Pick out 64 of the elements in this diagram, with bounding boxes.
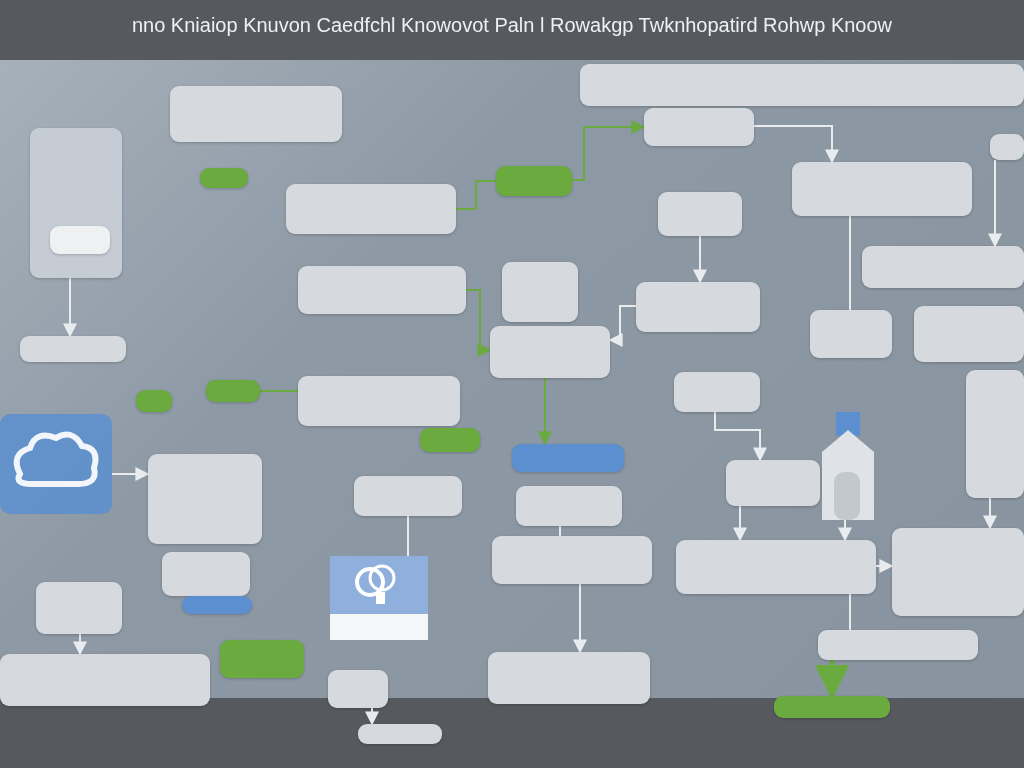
arrow [838,519,852,542]
process-box [36,582,122,634]
process-box [170,86,342,142]
arrow [988,159,1002,248]
arrow [875,559,894,573]
process-box [502,262,578,322]
process-box [136,390,172,412]
arrow [63,277,77,338]
process-box [676,540,876,594]
arrow [73,633,87,656]
process-box [792,162,972,216]
arrow [714,411,767,462]
process-box [354,476,462,516]
process-box [512,444,624,472]
arrow [693,235,707,284]
process-box [674,372,760,412]
arrow [733,505,747,542]
monitor-drawing [330,556,428,640]
process-box [658,192,742,236]
process-box [420,428,480,452]
process-box [328,670,388,708]
process-box [148,454,262,544]
arrow [983,497,997,530]
arrow [465,289,492,357]
process-box [516,486,622,526]
process-box [496,166,572,196]
process-box [810,310,892,358]
arrow [111,467,150,481]
arrow [608,305,637,347]
process-box [726,460,820,506]
process-box [580,64,1024,106]
process-box [220,640,304,678]
process-box [358,724,442,744]
process-box [492,536,652,584]
process-box [774,696,890,718]
process-box [990,134,1024,160]
process-box [182,596,252,614]
diagram-title: nno Kniaiop Knuvon Caedfchl Knowovot Paln l Rowakgp Twknhopatird Rohwp Knoow [130,14,894,37]
process-box [200,168,248,188]
process-box [286,184,456,234]
box [50,226,110,254]
arrow [538,377,552,446]
process-box [490,326,610,378]
arrow [365,707,379,726]
process-box [862,246,1024,288]
house-drawing [822,412,874,520]
arrow [573,583,587,654]
process-box [636,282,760,332]
process-box [818,630,978,660]
process-box [20,336,126,362]
arrow [753,125,839,164]
process-box [488,652,650,704]
panel [30,128,122,278]
arrow [571,120,646,181]
process-box [298,266,466,314]
process-box [298,376,460,426]
process-box [966,370,1024,498]
process-box [162,552,250,596]
process-box [644,108,754,146]
process-box [206,380,260,402]
cloud-icon [0,414,112,514]
process-box [914,306,1024,362]
process-box [0,654,210,706]
process-box [892,528,1024,616]
